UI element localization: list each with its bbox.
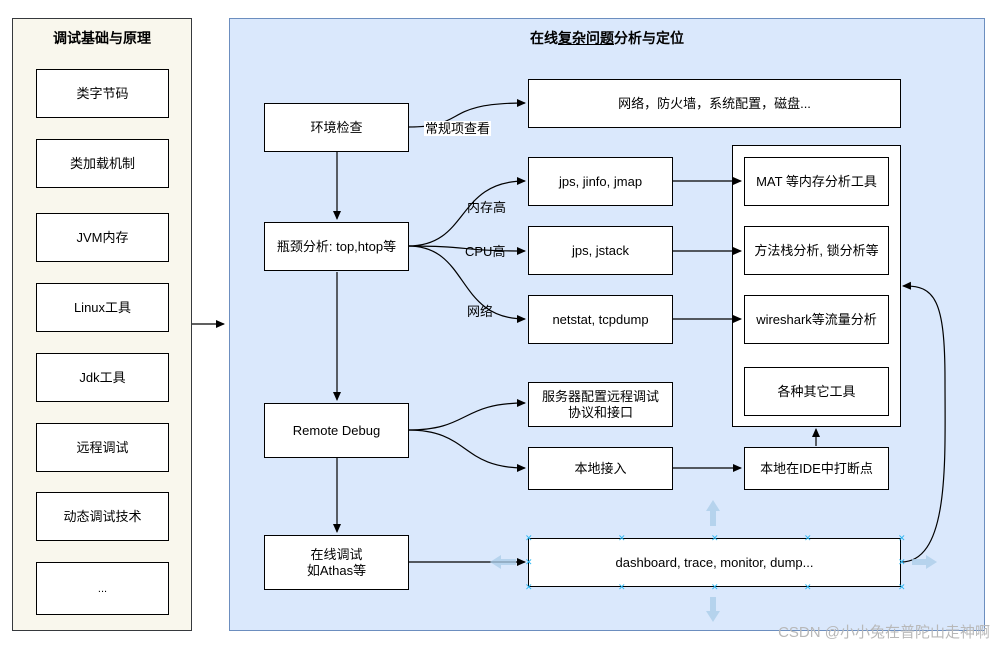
title-part-complex: 复杂 [558, 30, 586, 46]
online-debug-node[interactable]: 在线调试 如Athas等 [264, 535, 409, 590]
online-debug-line-2: 如Athas等 [306, 562, 367, 578]
edge-dashboard-to-tools [900, 281, 946, 563]
edge-remote-to-local [407, 429, 526, 472]
title-part-analysis: 分析与定位 [614, 30, 684, 46]
selection-handle-top-3[interactable]: ✕ [804, 533, 812, 543]
other-tools-node[interactable]: 各种其它工具 [744, 367, 889, 416]
jps-jinfo-jmap-node[interactable]: jps, jinfo, jmap [528, 157, 673, 206]
selection-handle-bottom-right[interactable]: ✕ [898, 582, 906, 592]
network-firewall-node[interactable]: 网络，防火墙，系统配置，磁盘... [528, 79, 901, 128]
env-check-node[interactable]: 环境检查 [264, 103, 409, 152]
jps-jstack-node[interactable]: jps, jstack [528, 226, 673, 275]
server-config-line-2: 协议和接口 [567, 404, 633, 420]
server-config-node[interactable]: 服务器配置远程调试 协议和接口 [528, 382, 673, 427]
watermark: CSDN @小小兔在普陀山走神啊 [778, 624, 990, 641]
local-connect-node[interactable]: 本地接入 [528, 447, 673, 490]
selection-handle-bottom-left[interactable]: ✕ [525, 582, 533, 592]
edge-cpu-high [407, 245, 526, 255]
selection-handle-top-1[interactable]: ✕ [618, 533, 626, 543]
method-stack-tool-node[interactable]: 方法栈分析, 锁分析等 [744, 226, 889, 275]
wireshark-tool-node[interactable]: wireshark等流量分析 [744, 295, 889, 344]
online-debug-line-1: 在线调试 [310, 546, 363, 562]
edge-network [407, 245, 526, 323]
basics-item-dynamic-debug[interactable]: 动态调试技术 [36, 492, 169, 541]
analysis-panel-title: 在线复杂问题分析与定位 [230, 28, 984, 48]
basics-item-jvm-memory[interactable]: JVM内存 [36, 213, 169, 262]
basics-item-jdk-tools[interactable]: Jdk工具 [36, 353, 169, 402]
edge-label-memory-high: 内存高 [467, 200, 507, 215]
title-part-online: 在线 [530, 30, 558, 46]
basics-item-classloading[interactable]: 类加载机制 [36, 139, 169, 188]
mat-tool-node[interactable]: MAT 等内存分析工具 [744, 157, 889, 206]
selection-handle-right[interactable]: ✕ [898, 557, 906, 567]
selection-hints [490, 500, 937, 622]
selection-handle-bottom-1[interactable]: ✕ [618, 582, 626, 592]
server-config-line-1: 服务器配置远程调试 [541, 388, 659, 404]
basics-item-more[interactable]: ... [36, 562, 169, 615]
edge-label-cpu-high: CPU高 [465, 244, 506, 259]
selection-handle-bottom-3[interactable]: ✕ [804, 582, 812, 592]
edge-label-network: 网络 [467, 304, 494, 319]
ide-breakpoint-node[interactable]: 本地在IDE中打断点 [744, 447, 889, 490]
basics-item-linux-tools[interactable]: Linux工具 [36, 283, 169, 332]
netstat-tcpdump-node[interactable]: netstat, tcpdump [528, 295, 673, 344]
selection-handle-left[interactable]: ✕ [525, 557, 533, 567]
remote-debug-node[interactable]: Remote Debug [264, 403, 409, 458]
edge-remote-to-server-config [407, 399, 526, 431]
basics-panel-title: 调试基础与原理 [53, 30, 151, 46]
edge-memory-high [407, 177, 526, 247]
basics-item-remote-debug[interactable]: 远程调试 [36, 423, 169, 472]
selection-handle-top-center[interactable]: ✕ [711, 533, 719, 543]
title-part-problem: 问题 [586, 30, 614, 46]
basics-item-bytecode[interactable]: 类字节码 [36, 69, 169, 118]
edge-label-routine-check: 常规项查看 [424, 121, 492, 136]
dashboard-node[interactable]: dashboard, trace, monitor, dump... [528, 538, 901, 587]
bottleneck-node[interactable]: 瓶颈分析: top,htop等 [264, 222, 409, 271]
selection-handle-top-right[interactable]: ✕ [898, 533, 906, 543]
selection-handle-bottom-center[interactable]: ✕ [711, 582, 719, 592]
selection-handle-top-left[interactable]: ✕ [525, 533, 533, 543]
